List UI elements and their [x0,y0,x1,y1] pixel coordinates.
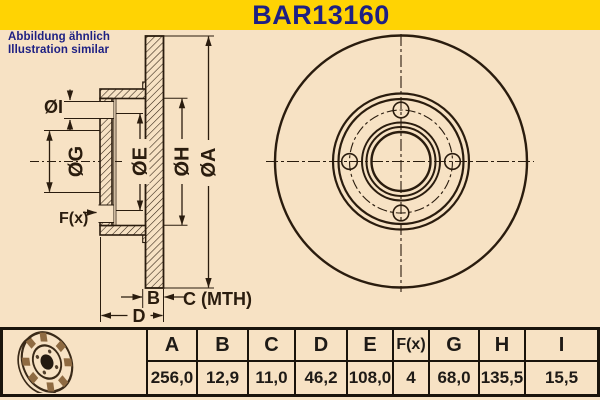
page-title: BAR13160 [252,0,390,30]
hub-register-circle [361,121,441,202]
table-header-g: G [430,330,478,360]
table-value-f: 4 [394,362,428,394]
bolt-hole-top [392,101,410,119]
dimensions-table: A B C D E F(x) G H I 256,0 12,9 11,0 46,… [0,327,600,397]
hat-outer-circle [331,92,471,231]
table-header-d: D [296,330,346,360]
brake-disc-3d-icon [17,331,74,393]
bolt-hole-right [443,152,462,171]
bore-chamfer-circle [365,126,437,197]
table-header-f: F(x) [394,330,428,360]
dim-label-dia-h: ØH [172,147,194,177]
product-thumbnail-cell [3,330,146,394]
dim-label-thickness: B [147,288,160,308]
table-header-a: A [148,330,196,360]
table-value-g: 68,0 [430,362,478,394]
similarity-note-de: Abbildung ähnlich [8,31,110,43]
similarity-note: Abbildung ähnlich Illustration similar [8,31,110,57]
table-value-h: 135,5 [480,362,524,394]
hat-bottom-section [99,224,147,236]
table-value-c: 11,0 [249,362,294,394]
outer-diameter-circle [273,34,529,289]
ring-step-bottom [142,234,147,244]
bolt-hole-bottom [392,204,410,222]
bolt-hole-gap-bottom [98,205,114,223]
table-value-e: 108,0 [348,362,392,394]
dim-label-dia-i: ØI [44,97,63,117]
table-header-b: B [198,330,247,360]
table-header-h: H [480,330,524,360]
hat-inner-circle [337,97,465,226]
table-value-a: 256,0 [148,362,196,394]
cross-section-view [30,35,165,289]
table-header-i: I [526,330,597,360]
front-view [266,34,534,292]
bolt-hole-left [340,152,359,171]
table-value-d: 46,2 [296,362,346,394]
dim-label-min-thickness: C (MTH) [183,289,252,309]
dim-label-holes: F(x) [59,210,88,227]
center-bore-circle [370,130,432,193]
dim-label-dia-e: ØE [130,147,152,176]
bolt-hole-gap-top [98,101,114,119]
mounting-flange-section [99,97,113,227]
label-backgrounds [130,139,218,186]
table-value-b: 12,9 [198,362,247,394]
technical-drawing: ØI ØG ØE ØH ØA F(x) B C (MTH) D [30,34,534,326]
dim-label-height: D [133,306,146,326]
title-band [0,0,600,30]
bolt-circle [348,109,454,214]
similarity-note-en: Illustration similar [8,44,110,56]
table-header-c: C [249,330,294,360]
hat-top-section [99,88,147,100]
table-value-i: 15,5 [526,362,597,394]
dim-label-dia-a: ØA [198,148,220,178]
table-header-e: E [348,330,392,360]
dim-label-dia-g: ØG [66,146,88,177]
